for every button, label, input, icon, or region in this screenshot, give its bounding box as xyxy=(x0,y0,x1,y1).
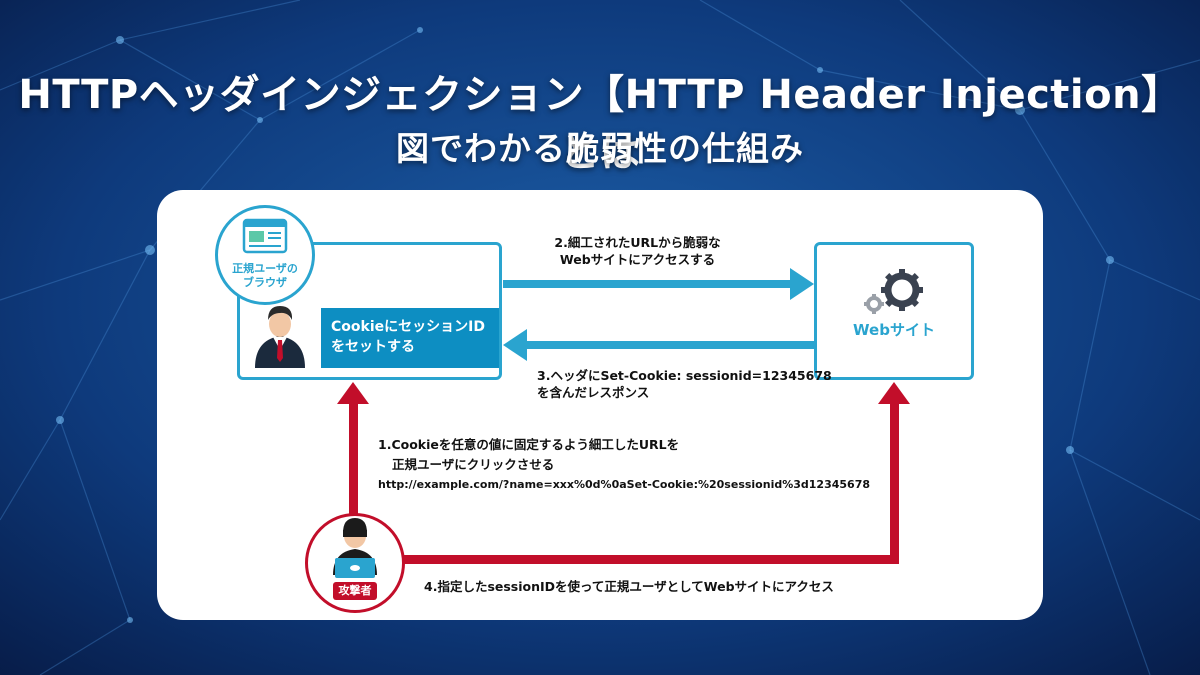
browser-label-line1: 正規ユーザの xyxy=(232,262,298,275)
step3-line1: 3.ヘッダにSet-Cookie: sessionid=12345678 xyxy=(537,368,832,383)
browser-label-line2: ブラウザ xyxy=(243,276,287,289)
attacker-label: 攻撃者 xyxy=(333,582,377,600)
step3-text: 3.ヘッダにSet-Cookie: sessionid=12345678 を含ん… xyxy=(537,367,832,401)
website-label: Webサイト xyxy=(853,321,935,339)
step4-text: 4.指定したsessionIDを使って正規ユーザとしてWebサイトにアクセス xyxy=(424,579,834,594)
step1-line1: 1.Cookieを任意の値に固定するよう細工したURLを xyxy=(378,437,680,452)
step2-line2: Webサイトにアクセスする xyxy=(559,252,716,267)
cookie-box-line1: CookieにセッションID xyxy=(331,319,485,335)
arrow-step2 xyxy=(503,268,814,300)
cookie-box-line2: をセットする xyxy=(331,339,415,355)
browser-label: 正規ユーザの ブラウザ xyxy=(215,262,315,290)
step2-text: 2.細工されたURLから脆弱な Webサイトにアクセスする xyxy=(520,234,755,268)
step1-line2: 正規ユーザにクリックさせる xyxy=(392,457,555,472)
page-subtitle: 図でわかる脆弱性の仕組み xyxy=(396,129,804,168)
website-box xyxy=(814,242,974,380)
arrow-step1 xyxy=(337,382,369,514)
arrow-step4 xyxy=(404,382,910,564)
cookie-session-box: CookieにセッションID をセットする xyxy=(321,308,499,368)
step2-line1: 2.細工されたURLから脆弱な xyxy=(554,235,721,250)
arrow-step3 xyxy=(503,329,814,361)
page-title: HTTPヘッダインジェクション【HTTP Header Injection】とは xyxy=(18,72,1182,176)
step1-url: http://example.com/?name=xxx%0d%0aSet-Co… xyxy=(378,478,870,491)
step3-line2: を含んだレスポンス xyxy=(537,385,650,400)
